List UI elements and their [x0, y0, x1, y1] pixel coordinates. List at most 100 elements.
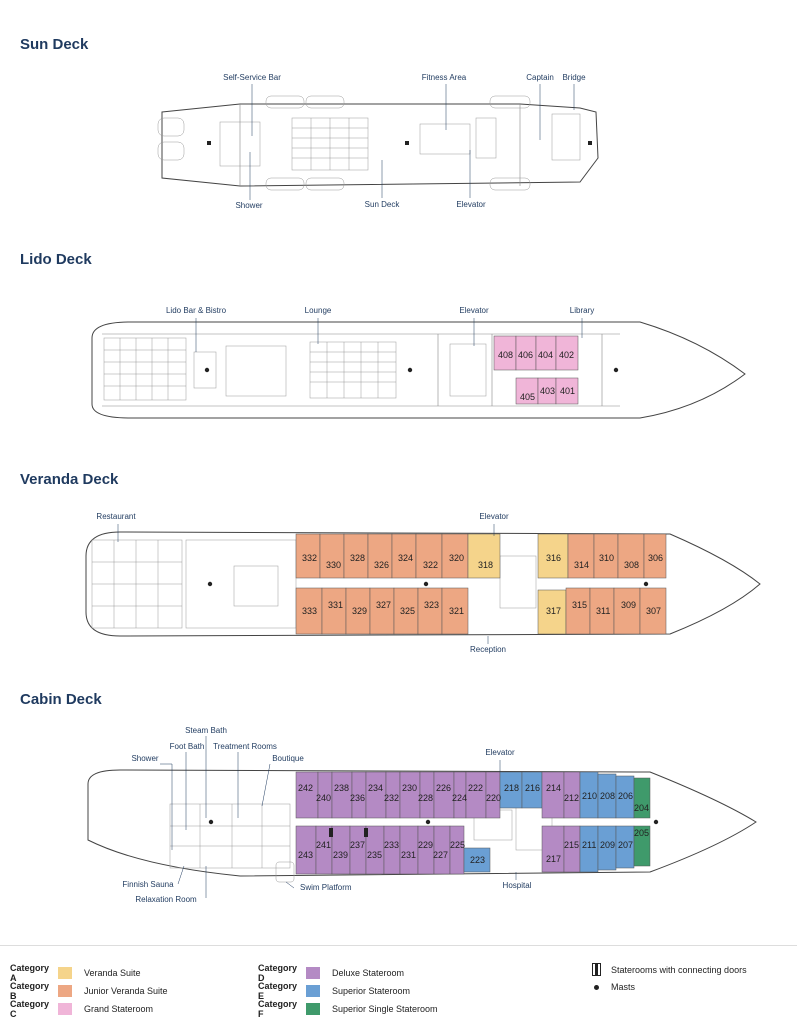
room-label-405: 405 [520, 392, 535, 402]
label-foot-bath: Foot Bath [169, 742, 205, 751]
room-label-220: 220 [486, 793, 501, 803]
stateroom-311 [589, 587, 615, 635]
stateroom-205 [633, 825, 651, 867]
room-label-323: 323 [424, 600, 439, 610]
room-label-316: 316 [546, 553, 561, 563]
room-label-217: 217 [546, 854, 561, 864]
room-label-311: 311 [596, 606, 610, 616]
room-label-216: 216 [525, 783, 540, 793]
room-label-236: 236 [350, 793, 365, 803]
room-label-321: 321 [449, 606, 464, 616]
legend-swatch-d [306, 967, 320, 979]
room-label-326: 326 [374, 560, 389, 570]
room-label-402: 402 [559, 350, 574, 360]
stateroom-332 [295, 533, 321, 579]
label-steam-bath: Steam Bath [185, 726, 227, 735]
stateroom-238 [331, 771, 353, 819]
legend-desc-c: Grand Stateroom [84, 1004, 154, 1014]
legend-desc-masts: Masts [611, 982, 636, 992]
room-label-238: 238 [334, 783, 349, 793]
stateroom-331 [321, 587, 347, 635]
stateroom-325 [393, 587, 419, 635]
room-label-214: 214 [546, 783, 561, 793]
legend: Category A Veranda Suite Category B Juni… [0, 945, 797, 1025]
legend-item-d: Category D Deluxe Stateroom [258, 963, 404, 983]
label-swim-platform: Swim Platform [300, 883, 352, 892]
label-shower: Shower [235, 201, 263, 210]
room-label-320: 320 [449, 553, 464, 563]
room-label-317: 317 [546, 606, 561, 616]
room-label-324: 324 [398, 553, 413, 563]
legend-desc-e: Superior Stateroom [332, 986, 411, 996]
room-label-235: 235 [367, 850, 382, 860]
legend-desc-a: Veranda Suite [84, 968, 141, 978]
room-label-210: 210 [582, 791, 597, 801]
legend-item-b: Category B Junior Veranda Suite [10, 981, 168, 1001]
room-label-403: 403 [540, 386, 555, 396]
label-bridge: Bridge [562, 73, 586, 82]
stateroom-308 [617, 533, 645, 579]
lido-deck-title: Lido Deck [20, 251, 92, 268]
legend-swatch-e [306, 985, 320, 997]
legend-category-d: Category D [258, 963, 298, 983]
label-sun-deck: Sun Deck [364, 200, 400, 209]
stateroom-315 [565, 587, 591, 635]
label-finnish-sauna: Finnish Sauna [122, 880, 174, 889]
label-captain: Captain [526, 73, 554, 82]
stateroom-316 [537, 533, 569, 579]
legend-category-c: Category C [10, 999, 50, 1019]
sun-deck-plan [157, 84, 599, 200]
room-label-331: 331 [328, 600, 343, 610]
legend-item-connecting-doors: Staterooms with connecting doors [592, 963, 747, 976]
room-label-333: 333 [302, 606, 317, 616]
label-lounge: Lounge [304, 306, 332, 315]
legend-desc-d: Deluxe Stateroom [332, 968, 405, 978]
room-label-234: 234 [368, 783, 383, 793]
label-restaurant: Restaurant [96, 512, 136, 521]
room-label-401: 401 [560, 386, 575, 396]
cabin-staterooms [295, 771, 651, 875]
legend-item-e: Category E Superior Stateroom [258, 981, 410, 1001]
room-label-212: 212 [564, 793, 579, 803]
legend-category-a: Category A [10, 963, 50, 983]
stateroom-217 [541, 825, 565, 873]
room-label-229: 229 [418, 840, 433, 850]
label-self-service-bar: Self-Service Bar [223, 73, 281, 82]
lido-deck-plan: 408 406 404 402 405 403 401 [91, 318, 746, 419]
stateroom-321 [441, 587, 469, 635]
stateroom-318 [467, 533, 501, 579]
room-label-209: 209 [600, 840, 615, 850]
room-label-215: 215 [564, 840, 579, 850]
sun-deck-title: Sun Deck [20, 36, 89, 53]
label-relaxation-room: Relaxation Room [135, 895, 197, 904]
stateroom-329 [345, 587, 371, 635]
label-boutique: Boutique [272, 754, 304, 763]
room-label-239: 239 [333, 850, 348, 860]
room-label-227: 227 [433, 850, 448, 860]
room-label-237: 237 [350, 840, 365, 850]
stateroom-237 [349, 825, 367, 875]
room-label-330: 330 [326, 560, 341, 570]
legend-swatch-f [306, 1003, 320, 1015]
room-label-222: 222 [468, 783, 483, 793]
stateroom-214 [541, 771, 565, 819]
legend-desc-f: Superior Single Stateroom [332, 1004, 438, 1014]
room-label-233: 233 [384, 840, 399, 850]
room-label-218: 218 [504, 783, 519, 793]
stateroom-402 [555, 335, 579, 371]
room-label-208: 208 [600, 791, 615, 801]
stateroom-401 [555, 377, 579, 405]
legend-category-f: Category F [258, 999, 298, 1019]
legend-item-c: Category C Grand Stateroom [10, 999, 153, 1019]
room-label-204: 204 [634, 803, 649, 813]
room-label-232: 232 [384, 793, 399, 803]
room-label-205: 205 [634, 828, 649, 838]
room-label-314: 314 [574, 560, 589, 570]
label-cabin-shower: Shower [131, 754, 159, 763]
room-label-223: 223 [470, 855, 485, 865]
stateroom-222 [465, 771, 487, 819]
room-label-206: 206 [618, 791, 633, 801]
room-label-406: 406 [518, 350, 533, 360]
legend-swatch-c [58, 1003, 72, 1015]
room-label-231: 231 [401, 850, 416, 860]
